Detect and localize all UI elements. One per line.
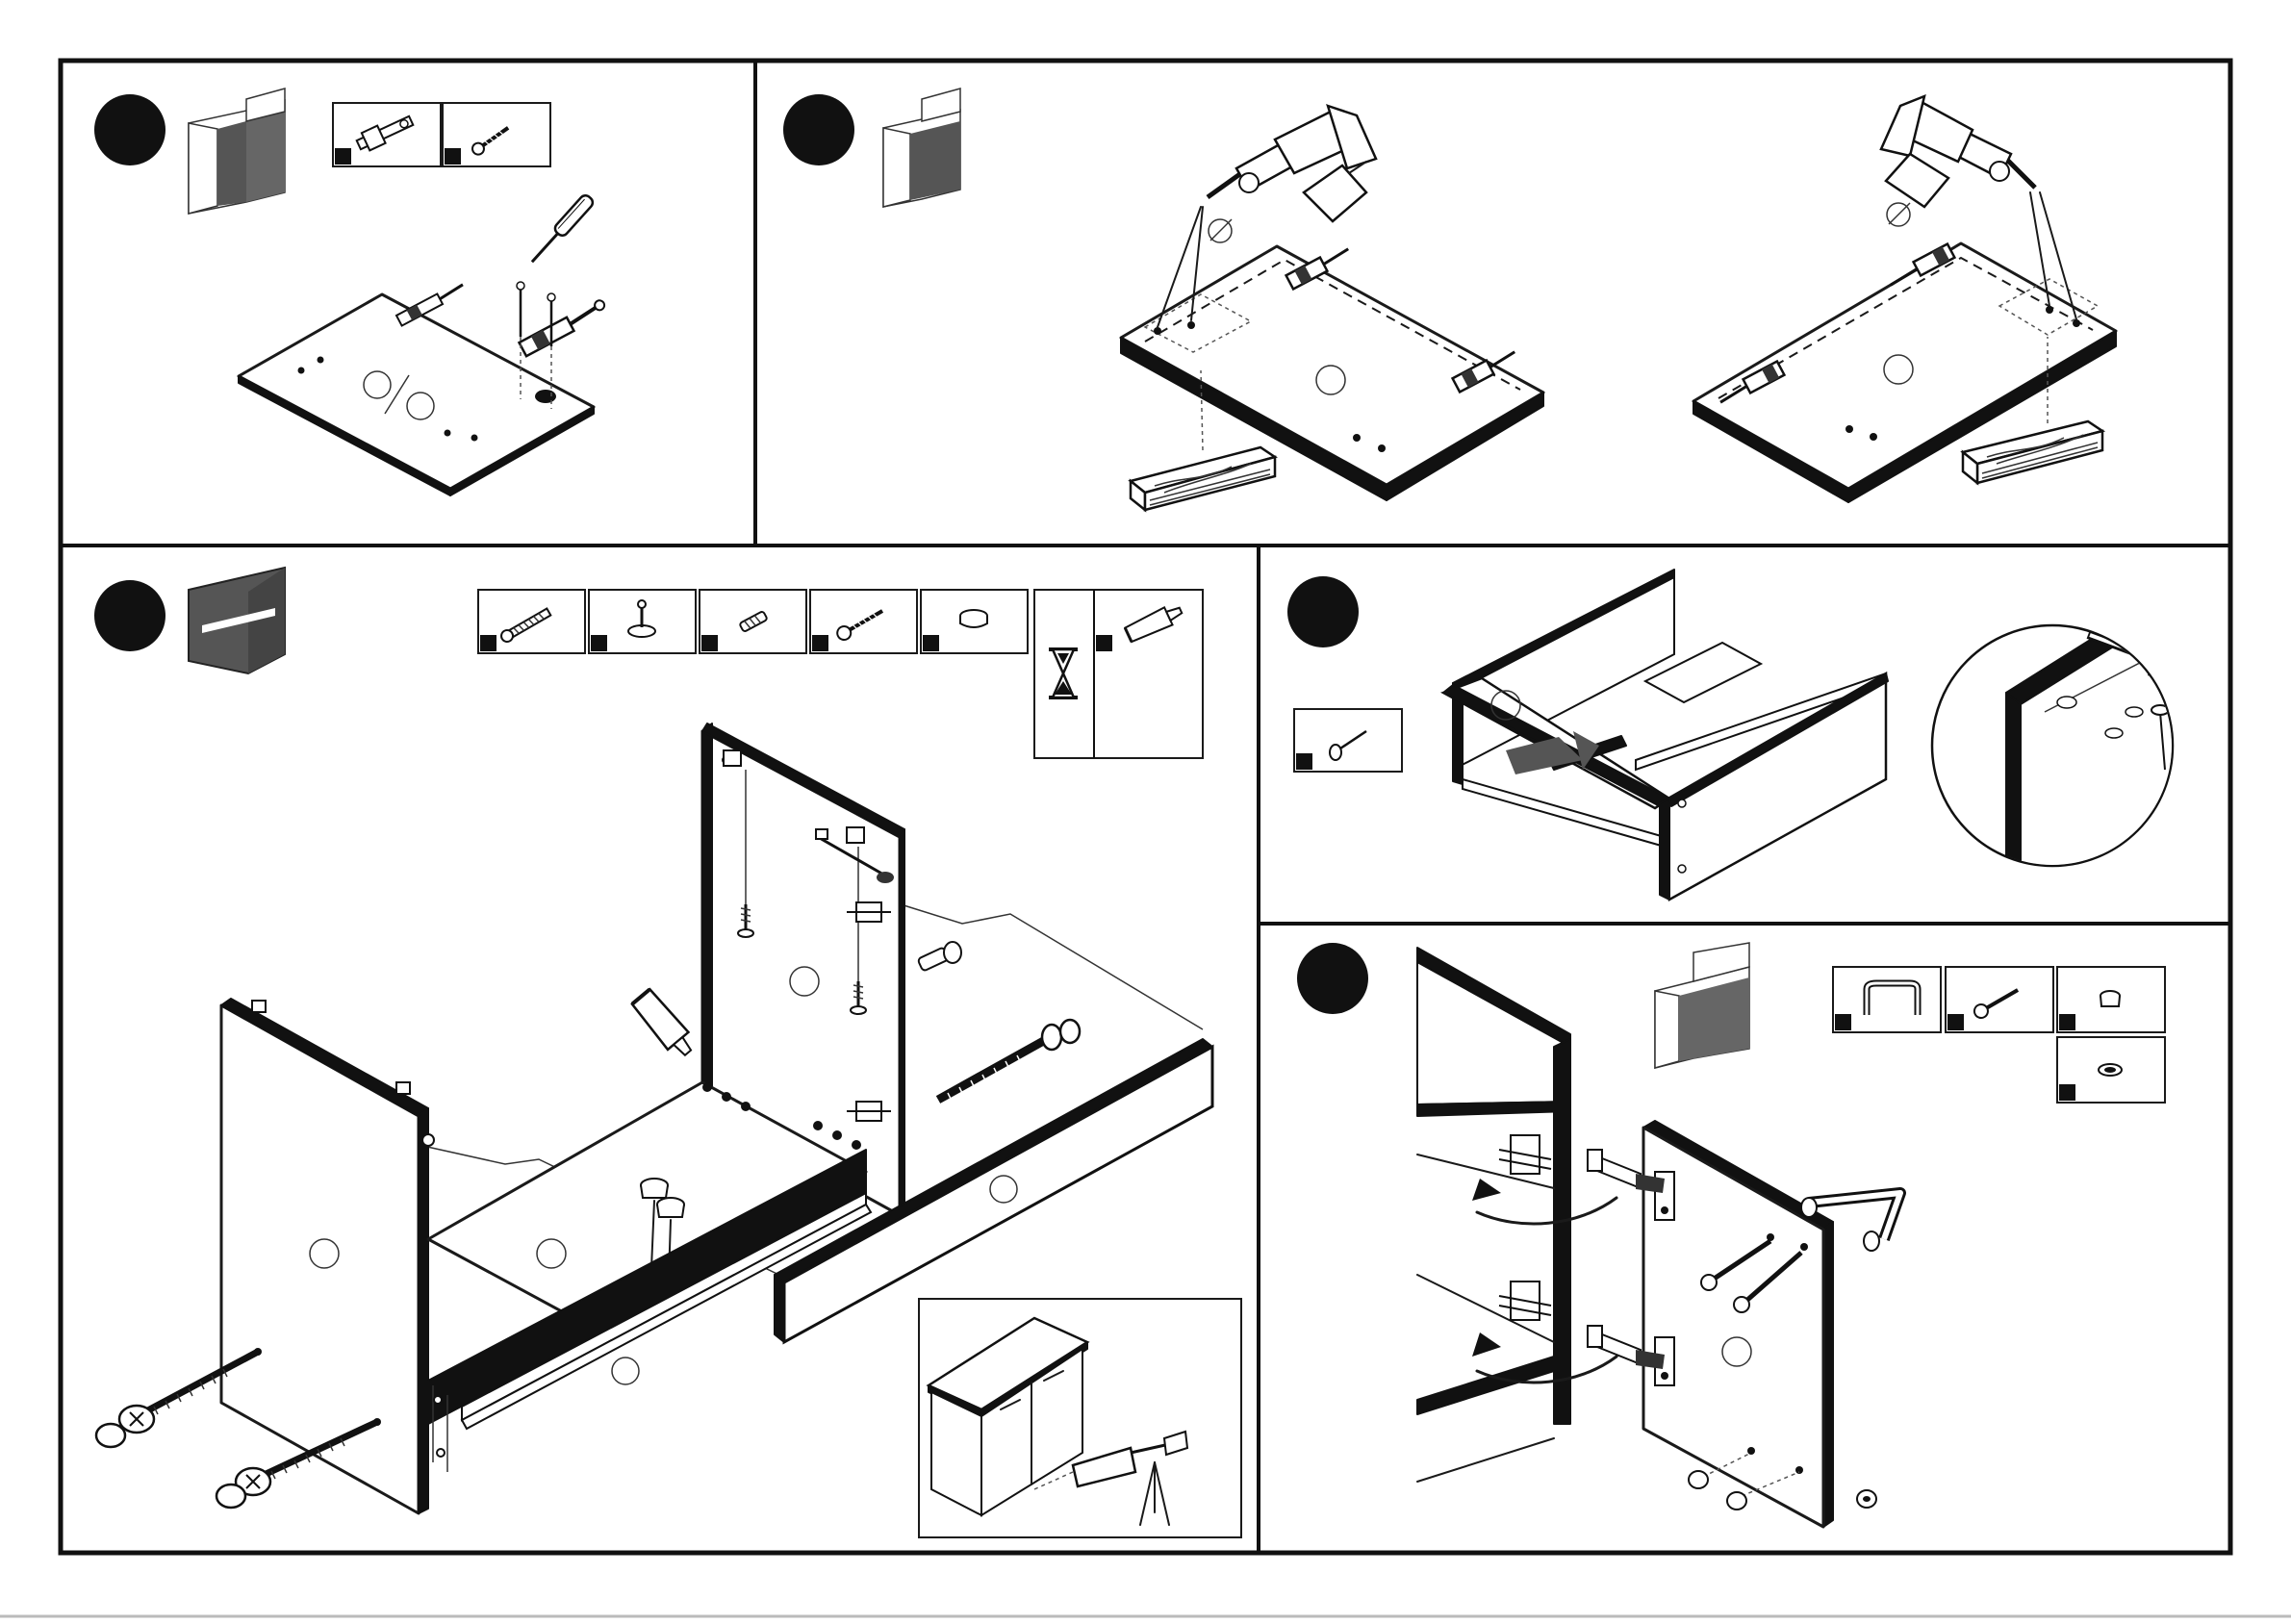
rotate-arrow-icon: [1477, 1198, 1616, 1224]
step-3-panel: [94, 568, 1241, 1537]
cabinet-thumbnail-icon: [883, 89, 960, 207]
hardware-legend: [478, 590, 1203, 758]
step-5-badge: [1297, 943, 1368, 1014]
screwdriver-icon: [527, 193, 596, 266]
cabinet-thumbnail-icon: [1655, 943, 1749, 1068]
wood-dowel-icon: [917, 942, 961, 972]
door-panel: [239, 294, 594, 495]
cap-icon: [960, 610, 987, 627]
detail-circle: [1932, 587, 2194, 866]
drawer-box: [1443, 570, 1888, 900]
step-1-panel: [94, 89, 609, 495]
step-2-panel: [783, 89, 2116, 510]
step-3-badge: [94, 580, 165, 651]
hinge-plate-icon: [1499, 1281, 1551, 1320]
cabinet-thumbnail-icon: [189, 89, 285, 214]
dowel-icon: [938, 1020, 1080, 1103]
side-panel-left: [221, 999, 434, 1513]
door-panel: [1643, 1121, 1833, 1527]
step-4-panel: [1287, 570, 2194, 900]
screw-icon: [517, 282, 524, 337]
hinge-plate-icon: [1499, 1135, 1551, 1174]
step-5-panel: [1297, 943, 2165, 1527]
step-4-badge: [1287, 576, 1359, 647]
step-2-badge: [783, 94, 854, 165]
door-panel-left: [1121, 243, 1543, 500]
cabinet-thumbnail-icon: [189, 568, 285, 673]
cap-icon: [2100, 991, 2120, 1006]
bumper-icon: [1857, 1490, 1876, 1508]
sealant-inset: [919, 1299, 1241, 1537]
step-1-badge: [94, 94, 165, 165]
bumper-icon: [2099, 1064, 2122, 1076]
cabinet-carcass: [1417, 948, 1616, 1482]
hinge-icon: [520, 299, 609, 357]
glue-tube-icon: [630, 988, 698, 1061]
